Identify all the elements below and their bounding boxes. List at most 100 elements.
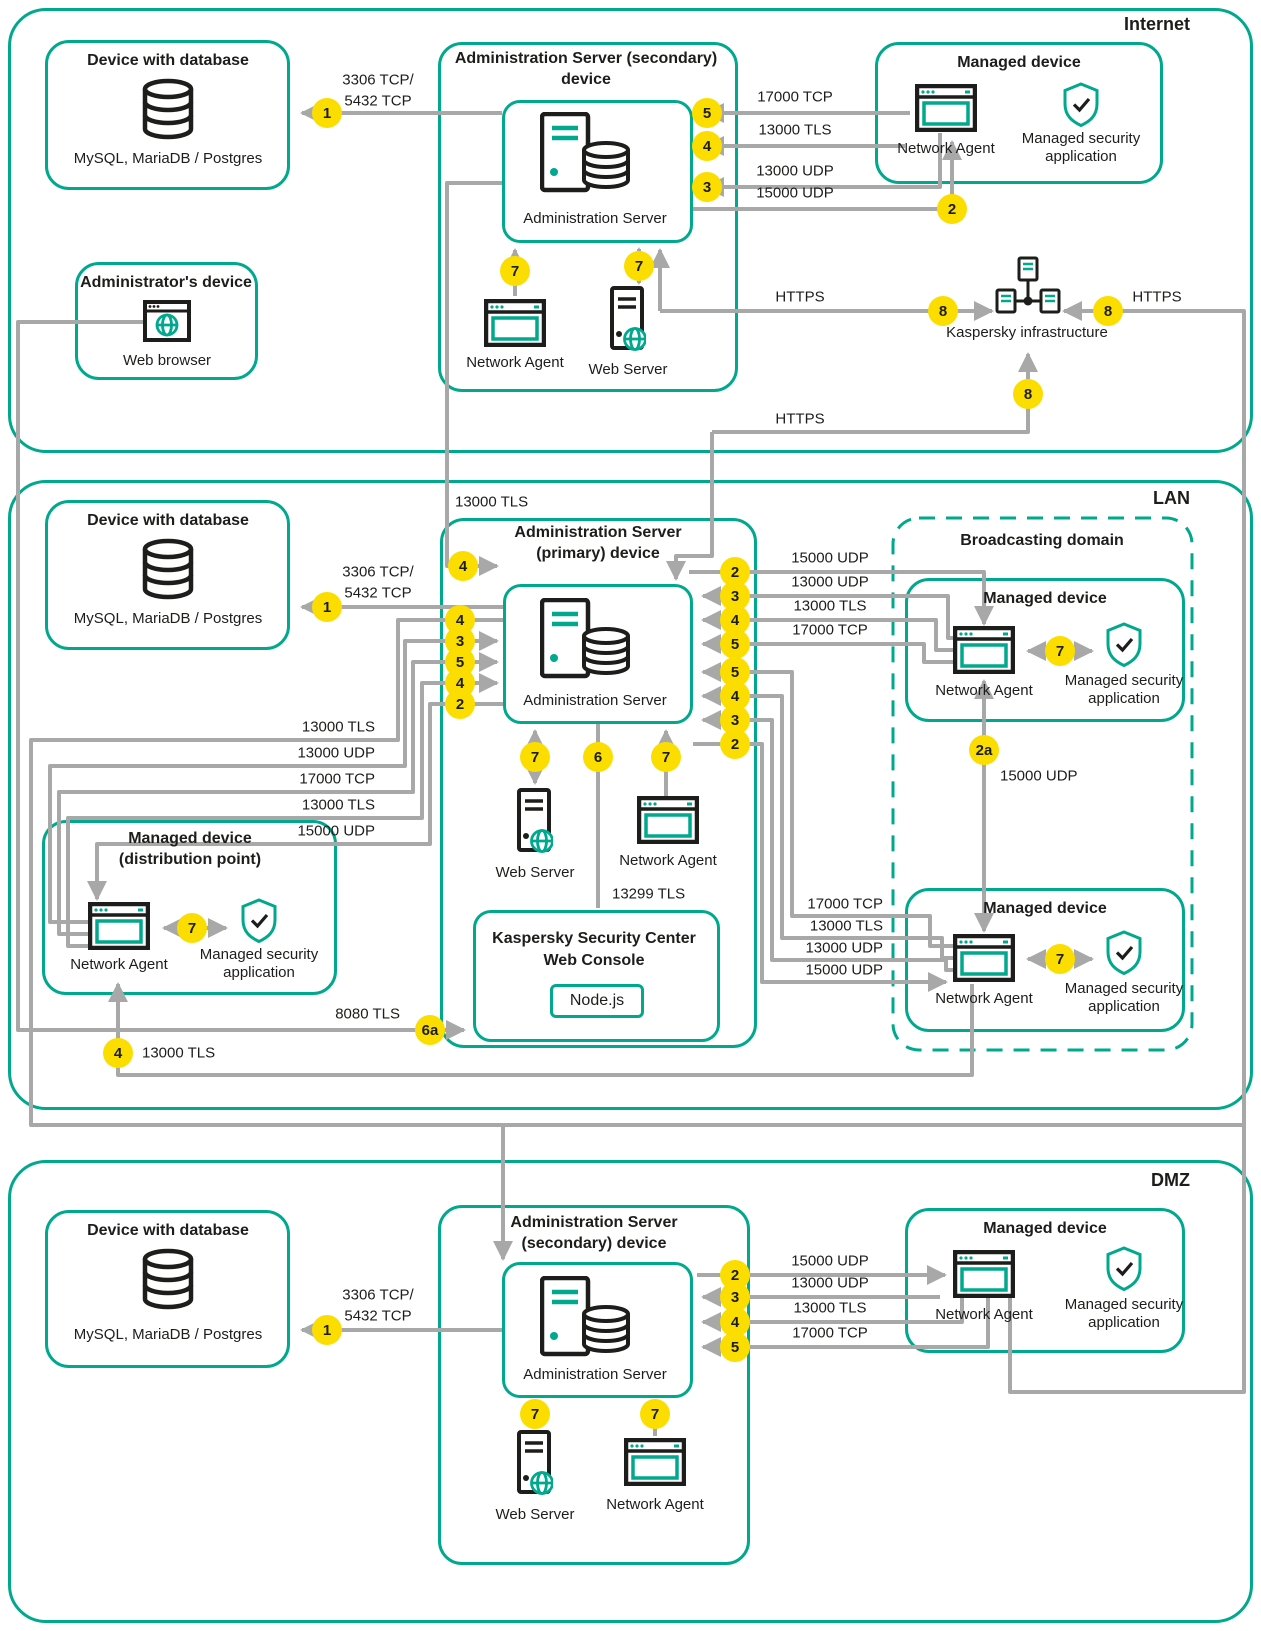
database-icon: [140, 1248, 196, 1314]
zone-internet: [8, 8, 1253, 453]
conn-l-rb1: [701, 662, 955, 948]
db-dmz-caption: MySQL, MariaDB / Postgres: [73, 1326, 263, 1343]
as-dmz-title1: Administration Server: [510, 1214, 678, 1231]
md-lan1-agent-label: Network Agent: [935, 682, 1033, 699]
db-internet-title: Device with database: [87, 52, 249, 69]
md-internet-app-label1: Managed security: [1021, 130, 1141, 147]
db-lan-title: Device with database: [87, 512, 249, 529]
as-internet-agent-label: Network Agent: [466, 354, 564, 371]
md-lan2-title: Managed device: [983, 900, 1107, 917]
database-icon: [140, 538, 196, 604]
conn-l-8080: [16, 320, 466, 1040]
marker-circle: 8: [928, 296, 958, 326]
conn-l-g3: [57, 652, 499, 936]
md-dmz-title: Managed device: [983, 1220, 1107, 1237]
broadcasting-domain-title: Broadcasting domain: [960, 532, 1124, 549]
web-browser-icon: [143, 300, 191, 342]
marker-circle: 5: [692, 98, 722, 128]
marker-circle: 7: [177, 913, 207, 943]
marker-circle: 1: [312, 98, 342, 128]
web-server-icon: [610, 286, 647, 356]
marker-circle: 7: [624, 251, 654, 281]
marker-circle: 3: [692, 172, 722, 202]
marker-circle: 5: [720, 629, 750, 659]
dist-point-title1: Managed device: [128, 830, 252, 847]
webconsole-title1: Kaspersky Security Center: [492, 930, 696, 947]
network-agent-icon: [952, 1249, 1016, 1299]
as-internet-inner-box: [502, 100, 693, 243]
kaspersky-infrastructure-icon: [995, 256, 1061, 320]
md-internet-title: Managed device: [957, 54, 1081, 71]
conn-l-rt1: [689, 570, 994, 626]
marker-circle: 7: [640, 1399, 670, 1429]
md-lan1-app-label2: application: [1088, 690, 1160, 707]
dist-point-app-label1: Managed security: [199, 946, 319, 963]
dist-point-app-label2: application: [223, 964, 295, 981]
md-internet-app-label2: application: [1045, 148, 1117, 165]
port-label: 3306 TCP/: [342, 563, 414, 581]
conn-l-rt3: [701, 610, 955, 652]
admin-device-title: Administrator's device: [80, 274, 252, 291]
database-icon: [140, 78, 196, 144]
port-label: 13299 TLS: [612, 885, 686, 903]
shield-check-icon: [1105, 930, 1143, 976]
port-label: 5432 TCP: [344, 1307, 412, 1325]
as-internet-webserver-label: Web Server: [588, 361, 668, 378]
port-label: 15000 UDP: [297, 822, 375, 840]
port-label: 15000 UDP: [1000, 767, 1078, 785]
port-label: 13000 TLS: [793, 597, 867, 615]
zone-lan-label: LAN: [1153, 488, 1190, 508]
marker-circle: 4: [720, 1307, 750, 1337]
marker-circle: 7: [1045, 944, 1075, 974]
port-label: 13000 UDP: [805, 939, 883, 957]
md-lan1-title: Managed device: [983, 590, 1107, 607]
zone-dmz-label: DMZ: [1151, 1170, 1190, 1190]
marker-circle: 7: [651, 742, 681, 772]
md-internet-agent-label: Network Agent: [897, 140, 995, 157]
md-dmz-app-label1: Managed security: [1064, 1296, 1184, 1313]
shield-check-icon: [1062, 82, 1100, 128]
marker-circle: 3: [720, 581, 750, 611]
port-label: 3306 TCP/: [342, 1286, 414, 1304]
port-label: 13000 TLS: [809, 917, 883, 935]
network-agent-icon: [87, 901, 151, 951]
port-label: 17000 TCP: [757, 88, 833, 106]
md-lan2-app-label2: application: [1088, 998, 1160, 1015]
broadcasting-domain-border: [891, 516, 1194, 1052]
port-label: 13000 UDP: [756, 162, 834, 180]
dist-point-title2: (distribution point): [118, 851, 262, 868]
shield-check-icon: [1105, 1246, 1143, 1292]
md-lan1-app-label1: Managed security: [1064, 672, 1184, 689]
port-label: 17000 TCP: [792, 621, 868, 639]
marker-circle: 3: [720, 1282, 750, 1312]
admin-device-browser-label: Web browser: [122, 352, 212, 369]
md-lan2-agent-label: Network Agent: [935, 990, 1033, 1007]
admin-server-icon: [539, 111, 630, 196]
marker-circle: 1: [312, 592, 342, 622]
dist-point-agent-label: Network Agent: [70, 956, 168, 973]
web-server-icon: [517, 788, 554, 858]
shield-check-icon: [1105, 622, 1143, 668]
shield-check-icon: [240, 898, 278, 944]
zone-internet-label: Internet: [1123, 14, 1190, 34]
as-lan-title2: (primary) device: [536, 545, 660, 562]
port-label: HTTPS: [1132, 288, 1182, 306]
port-label: 13000 TLS: [301, 718, 375, 736]
conn-d-17000tcp: [701, 1298, 990, 1357]
conn-l-rb3: [701, 710, 955, 972]
port-label: 8080 TLS: [335, 1005, 400, 1023]
conn-https-right: [1008, 301, 1246, 1394]
marker-circle: 7: [520, 1399, 550, 1429]
as-dmz-agent-label: Network Agent: [606, 1496, 704, 1513]
webconsole-box: [473, 910, 720, 1042]
md-dmz-app-label2: application: [1088, 1314, 1160, 1331]
port-label: 5432 TCP: [344, 92, 412, 110]
md-dmz-box: [905, 1208, 1185, 1353]
admin-server-icon: [539, 1275, 630, 1360]
zone-lan: [8, 480, 1253, 1110]
webconsole-title2: Web Console: [543, 952, 645, 969]
as-dmz-title2: (secondary) device: [521, 1235, 667, 1252]
port-label: 15000 UDP: [791, 549, 869, 567]
db-internet-caption: MySQL, MariaDB / Postgres: [73, 150, 263, 167]
